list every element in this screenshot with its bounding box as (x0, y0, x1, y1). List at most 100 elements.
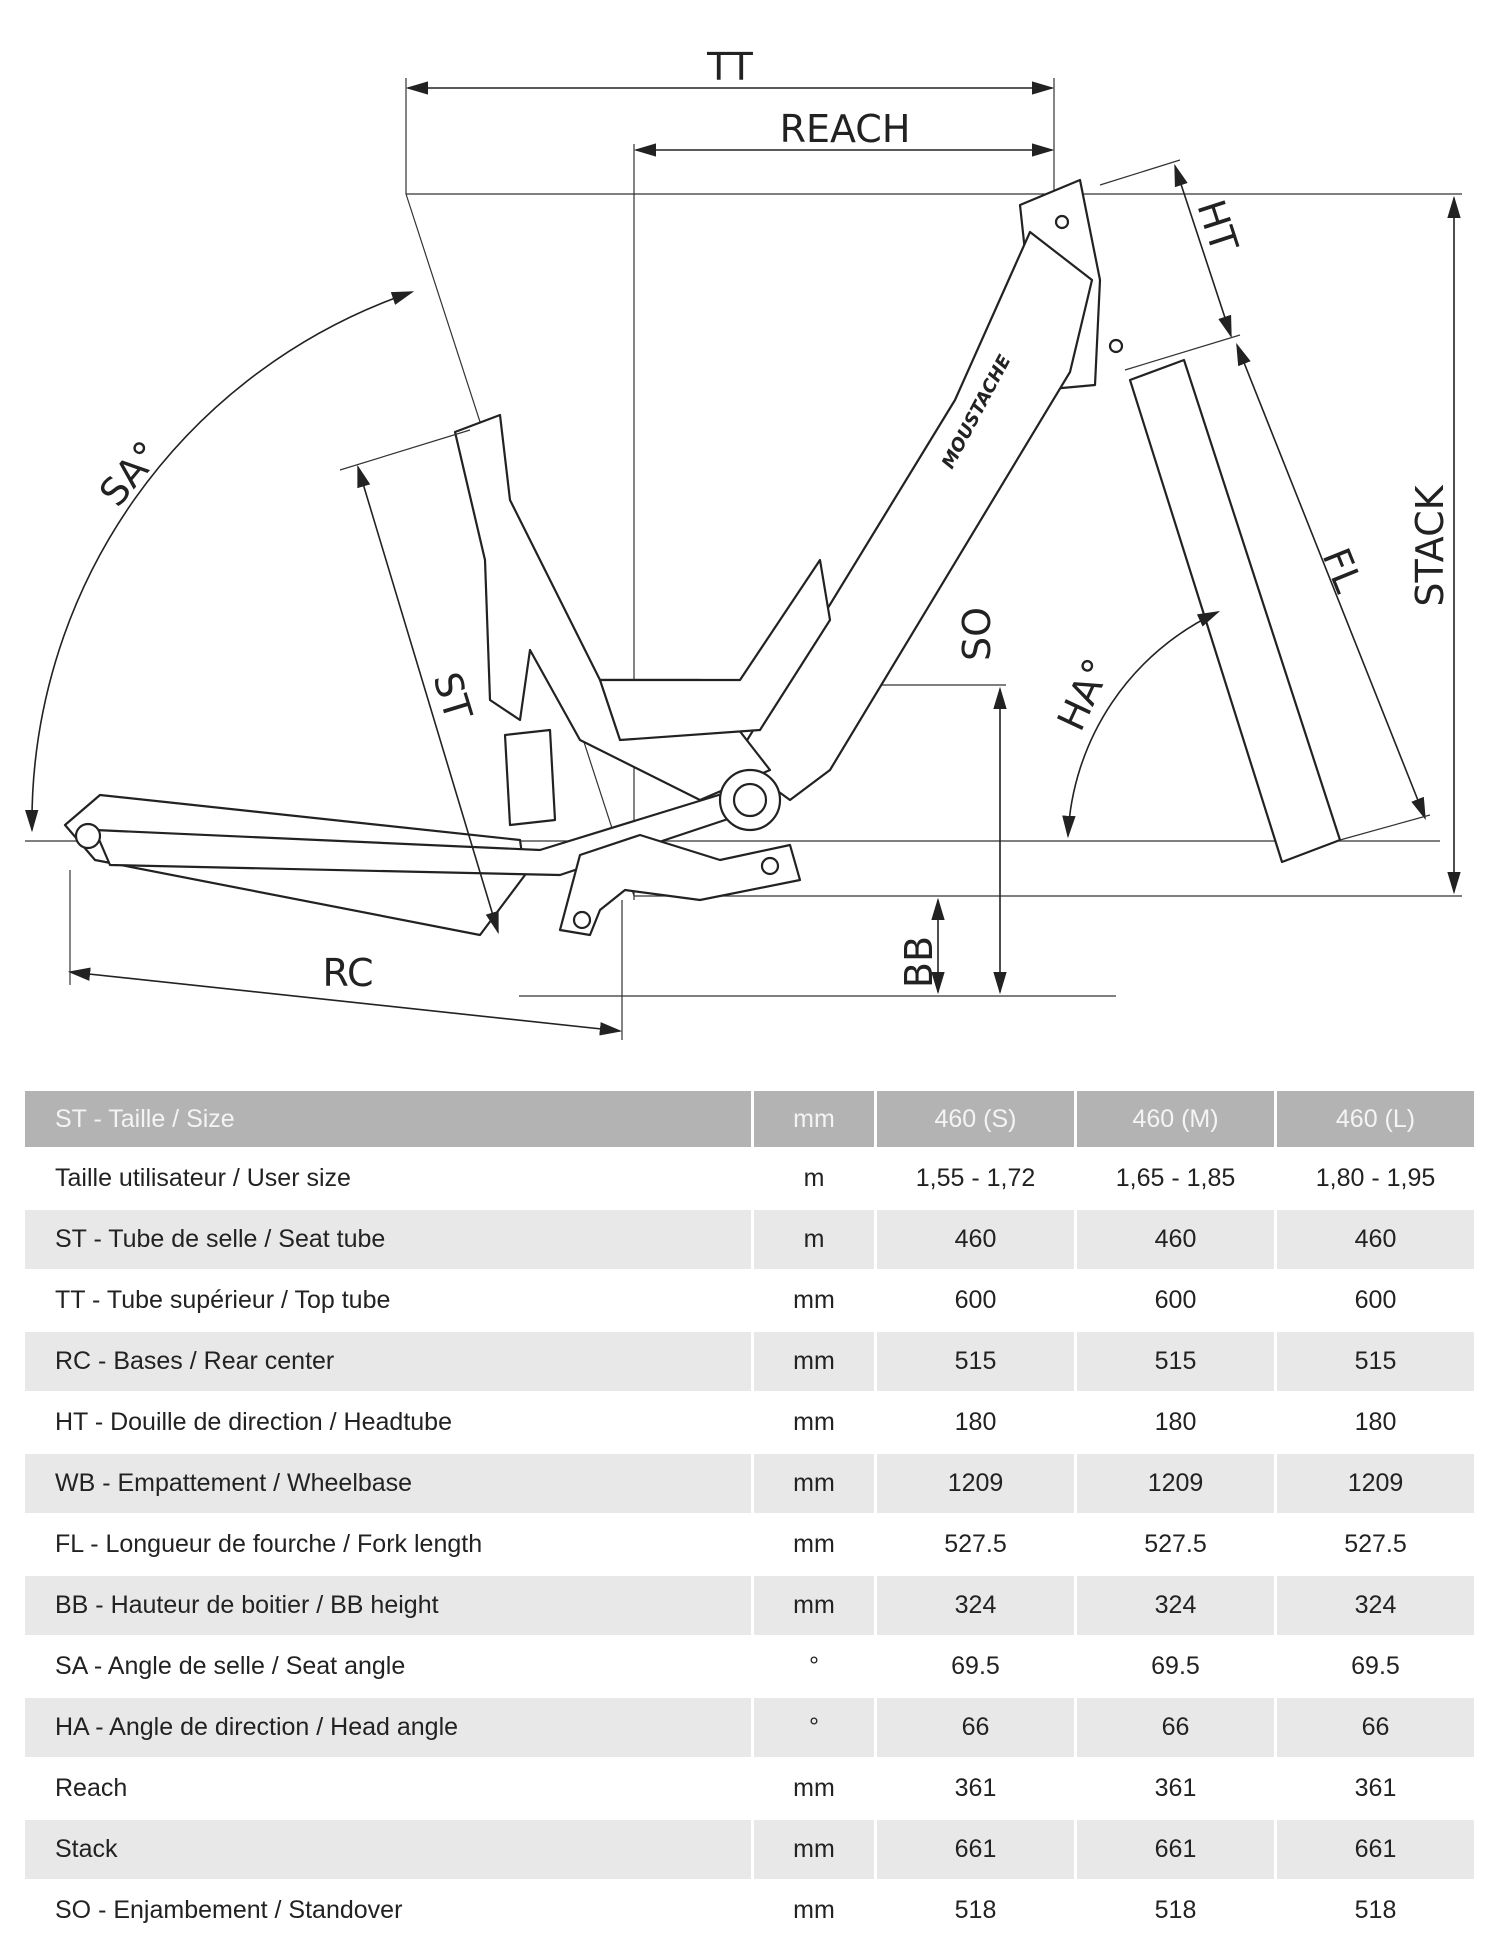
value-cell: 66 (874, 1698, 1074, 1759)
label-rc: RC (322, 951, 373, 995)
value-cell: 460 (S) (874, 1091, 1074, 1149)
row-label: Taille utilisateur / User size (25, 1149, 751, 1210)
rear-axle (74, 822, 102, 850)
unit-cell: mm (751, 1454, 874, 1515)
value-cell: 460 (M) (1074, 1091, 1274, 1149)
value-cell: 600 (1274, 1271, 1474, 1332)
ht-arrow (1174, 163, 1232, 339)
label-fl: FL (1314, 542, 1371, 598)
value-cell: 69.5 (874, 1637, 1074, 1698)
top-swoop (598, 558, 832, 742)
row-label: HA - Angle de direction / Head angle (25, 1698, 751, 1759)
value-cell: 515 (1274, 1332, 1474, 1393)
dimension-arrows (25, 81, 1461, 1040)
value-cell: 460 (L) (1274, 1091, 1474, 1149)
row-label: Reach (25, 1759, 751, 1820)
unit-cell: mm (751, 1332, 874, 1393)
value-cell: 324 (874, 1576, 1074, 1637)
label-ha: HA° (1049, 652, 1120, 737)
value-cell: 515 (1074, 1332, 1274, 1393)
value-cell: 1209 (874, 1454, 1074, 1515)
frame-geometry-diagram: MOUSTACHE TT REACH HT STACK FL SO HA° SA… (25, 45, 1462, 1040)
label-sa: SA° (91, 433, 170, 515)
unit-cell: mm (751, 1271, 874, 1332)
row-label: WB - Empattement / Wheelbase (25, 1454, 751, 1515)
value-cell: 361 (1074, 1759, 1274, 1820)
value-cell: 600 (874, 1271, 1074, 1332)
row-label: SO - Enjambement / Standover (25, 1881, 751, 1942)
value-cell: 180 (1074, 1393, 1274, 1454)
label-stack: STACK (1408, 484, 1452, 606)
down-tube (733, 230, 1094, 802)
seat-tube (453, 413, 772, 802)
unit-cell: ° (751, 1698, 874, 1759)
value-cell: 460 (874, 1210, 1074, 1271)
value-cell: 518 (1274, 1881, 1474, 1942)
value-cell: 460 (1274, 1210, 1474, 1271)
value-cell: 527.5 (874, 1515, 1074, 1576)
value-cell: 324 (1274, 1576, 1474, 1637)
unit-cell: mm (751, 1576, 874, 1637)
value-cell: 527.5 (1274, 1515, 1474, 1576)
value-cell: 324 (1074, 1576, 1274, 1637)
unit-cell: mm (751, 1881, 874, 1942)
ha-arc (1062, 611, 1221, 839)
row-label: ST - Taille / Size (25, 1091, 751, 1149)
value-cell: 661 (1074, 1820, 1274, 1881)
unit-cell: ° (751, 1637, 874, 1698)
row-label: ST - Tube de selle / Seat tube (25, 1210, 751, 1271)
value-cell: 180 (1274, 1393, 1474, 1454)
row-label: SA - Angle de selle / Seat angle (25, 1637, 751, 1698)
row-label: HT - Douille de direction / Headtube (25, 1393, 751, 1454)
value-cell: 69.5 (1274, 1637, 1474, 1698)
unit-cell: m (751, 1149, 874, 1210)
value-cell: 460 (1074, 1210, 1274, 1271)
unit-cell: mm (751, 1393, 874, 1454)
unit-cell: mm (751, 1091, 874, 1149)
value-cell: 66 (1274, 1698, 1474, 1759)
value-cell: 1209 (1074, 1454, 1274, 1515)
row-label: TT - Tube supérieur / Top tube (25, 1271, 751, 1332)
unit-cell: mm (751, 1759, 874, 1820)
value-cell: 66 (1074, 1698, 1274, 1759)
value-cell: 180 (874, 1393, 1074, 1454)
unit-cell: m (751, 1210, 874, 1271)
value-cell: 69.5 (1074, 1637, 1274, 1698)
unit-cell: mm (751, 1515, 874, 1576)
value-cell: 515 (874, 1332, 1074, 1393)
value-cell: 1,65 - 1,85 (1074, 1149, 1274, 1210)
rc-arrow (67, 967, 623, 1036)
label-bb: BB (897, 936, 941, 988)
label-tt: TT (706, 45, 754, 89)
label-ht: HT (1188, 195, 1246, 259)
rocker-link (558, 833, 802, 937)
fork (1128, 358, 1342, 864)
fl-arrow (1236, 342, 1426, 821)
value-cell: 600 (1074, 1271, 1274, 1332)
value-cell: 361 (1274, 1759, 1474, 1820)
value-cell: 661 (1274, 1820, 1474, 1881)
value-cell: 661 (874, 1820, 1074, 1881)
value-cell: 518 (874, 1881, 1074, 1942)
rear-shock (503, 728, 557, 827)
label-so: SO (955, 607, 999, 661)
value-cell: 1,80 - 1,95 (1274, 1149, 1474, 1210)
value-cell: 518 (1074, 1881, 1274, 1942)
sa-arc (25, 291, 415, 833)
row-label: Stack (25, 1820, 751, 1881)
value-cell: 1209 (1274, 1454, 1474, 1515)
label-reach: REACH (780, 107, 911, 151)
